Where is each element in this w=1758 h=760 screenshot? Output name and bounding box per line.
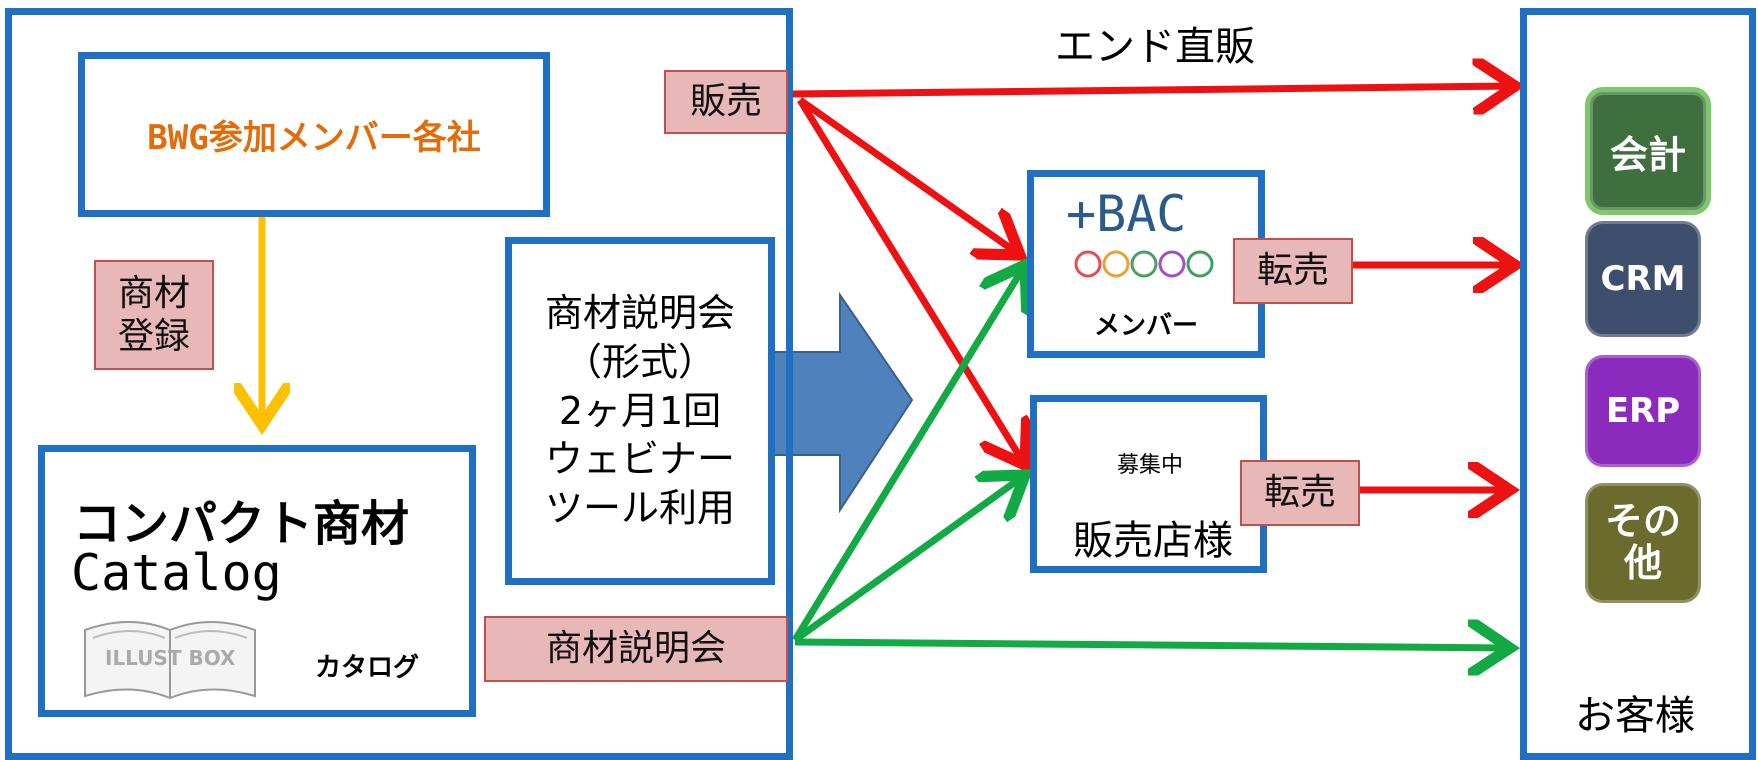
book-watermark: ILLUST BOX bbox=[105, 646, 236, 670]
seminar-box: 商材説明会 （形式） 2ヶ月1回 ウェビナー ツール利用 bbox=[505, 237, 775, 585]
register-tag: 商材 登録 bbox=[94, 260, 214, 370]
seminar-to-shop-arrow bbox=[792, 475, 1025, 643]
card-crm: CRM bbox=[1585, 221, 1701, 337]
card-erp: ERP bbox=[1585, 355, 1701, 467]
seminar-to-bac-arrow bbox=[792, 265, 1025, 642]
book-icon: ILLUST BOX bbox=[75, 612, 265, 704]
members-box: BWG参加メンバー各社 bbox=[78, 52, 550, 217]
catalog-title: コンパクト商材 bbox=[73, 496, 410, 552]
customer-label: お客様 bbox=[1575, 693, 1695, 739]
members-label: BWG参加メンバー各社 bbox=[147, 118, 481, 158]
direct-sale-arrow bbox=[789, 86, 1515, 94]
big-blue-arrow bbox=[772, 291, 914, 514]
sale-to-shop-arrow bbox=[797, 98, 1025, 465]
shop-label: 販売店様 bbox=[1073, 518, 1233, 564]
seminar-to-customer-arrow bbox=[794, 642, 1510, 648]
card-other: その他 bbox=[1585, 483, 1701, 603]
catalog-subtitle: Catalog bbox=[71, 544, 282, 602]
customer-panel: 会計 CRM ERP その他 お客様 bbox=[1520, 8, 1756, 760]
bac-logo: +BAC bbox=[1066, 185, 1187, 243]
bac-resale-tag: 転売 bbox=[1233, 238, 1353, 304]
left-panel bbox=[5, 8, 793, 760]
seminar-tag: 商材説明会 bbox=[484, 616, 788, 682]
catalog-caption: カタログ bbox=[315, 653, 420, 683]
shop-box: 募集中 販売店様 bbox=[1030, 395, 1267, 573]
sale-to-bac-arrow bbox=[797, 97, 1020, 255]
bac-icons bbox=[1074, 249, 1224, 283]
shop-resale-tag: 転売 bbox=[1240, 460, 1360, 526]
card-accounting: 会計 bbox=[1585, 87, 1711, 215]
direct-sale-label: エンド直販 bbox=[1055, 24, 1255, 70]
recruiting-label: 募集中 bbox=[1117, 453, 1184, 478]
bac-caption: メンバー bbox=[1094, 311, 1199, 341]
bac-box: +BAC メンバー bbox=[1027, 170, 1265, 358]
sale-tag: 販売 bbox=[664, 70, 788, 134]
catalog-box: コンパクト商材 Catalog ILLUST BOX カタログ bbox=[38, 445, 476, 717]
